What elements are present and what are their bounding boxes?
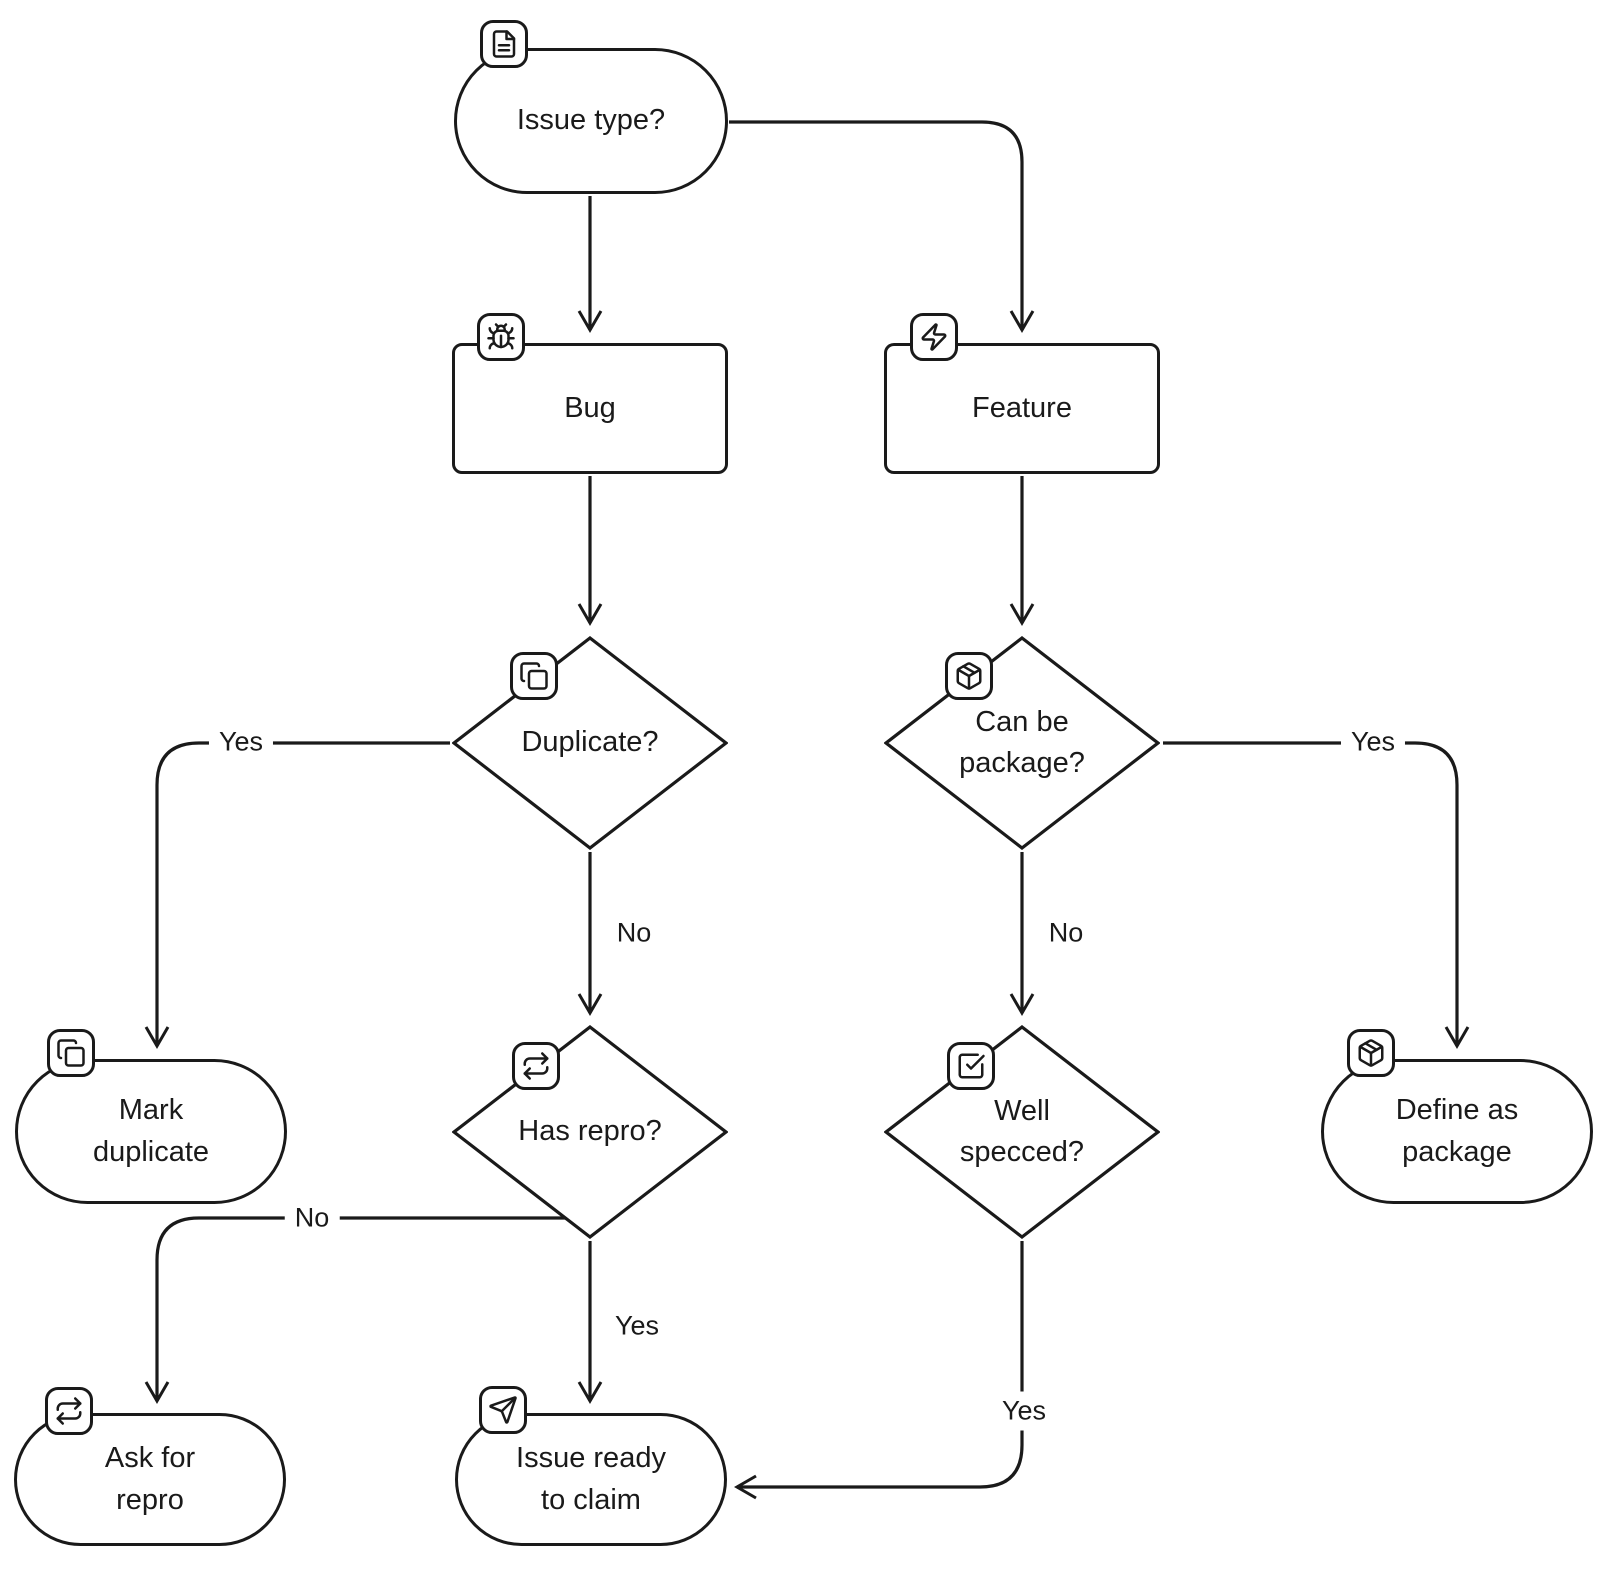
node-issue-type: Issue type?: [454, 48, 728, 194]
copy-icon: [47, 1029, 95, 1077]
edge-label-duplicate-no: No: [616, 917, 652, 948]
node-ask-for-repro: Ask for repro: [14, 1413, 286, 1546]
edge-label-can-be-package-no: No: [1048, 917, 1084, 948]
package-icon: [1347, 1029, 1395, 1077]
edge-issue-type-to-feature: [729, 120, 1035, 333]
bug-icon: [477, 313, 525, 361]
node-label: Define as package: [1395, 1094, 1519, 1168]
edge-label-can-be-package-yes: Yes: [1340, 722, 1406, 762]
edge-has-repro-no-to-ask-for-repro: [144, 1216, 591, 1404]
node-label: Feature: [972, 391, 1072, 424]
square-check-icon: [947, 1042, 995, 1090]
file-text-icon: [480, 20, 528, 68]
node-can-be-package: Can be package?: [884, 636, 1160, 850]
node-label: Bug: [564, 391, 616, 424]
node-feature: Feature: [884, 343, 1160, 474]
node-has-repro: Has repro?: [452, 1025, 728, 1239]
send-icon: [479, 1386, 527, 1434]
node-mark-duplicate: Mark duplicate: [15, 1059, 287, 1204]
edge-label-duplicate-yes: Yes: [208, 722, 274, 762]
edge-duplicate-yes-to-mark-duplicate: [144, 741, 450, 1049]
node-duplicate: Duplicate?: [452, 636, 728, 850]
repeat-icon: [45, 1387, 93, 1435]
node-label: Ask for repro: [104, 1442, 196, 1516]
node-define-as-package: Define as package: [1321, 1059, 1593, 1204]
edge-well-specced-yes-to-issue-ready: [734, 1241, 1024, 1500]
node-label: Can be package?: [959, 705, 1085, 779]
node-label: Issue type?: [516, 104, 666, 137]
copy-icon: [510, 652, 558, 700]
node-label: Well specced?: [959, 1094, 1085, 1168]
node-issue-ready-to-claim: Issue ready to claim: [455, 1413, 727, 1546]
node-label: Mark duplicate: [92, 1094, 210, 1168]
node-label: Issue ready to claim: [516, 1442, 666, 1516]
repeat-icon: [512, 1042, 560, 1090]
edge-can-be-package-yes-to-define-as-package: [1163, 741, 1470, 1049]
edge-label-well-specced-yes: Yes: [991, 1391, 1057, 1431]
package-icon: [945, 652, 993, 700]
edge-label-has-repro-yes: Yes: [614, 1310, 660, 1341]
edge-label-has-repro-no: No: [284, 1198, 340, 1238]
node-bug: Bug: [452, 343, 728, 474]
zap-icon: [910, 313, 958, 361]
node-well-specced: Well specced?: [884, 1025, 1160, 1239]
node-label: Has repro?: [518, 1115, 662, 1148]
node-label: Duplicate?: [521, 726, 659, 759]
